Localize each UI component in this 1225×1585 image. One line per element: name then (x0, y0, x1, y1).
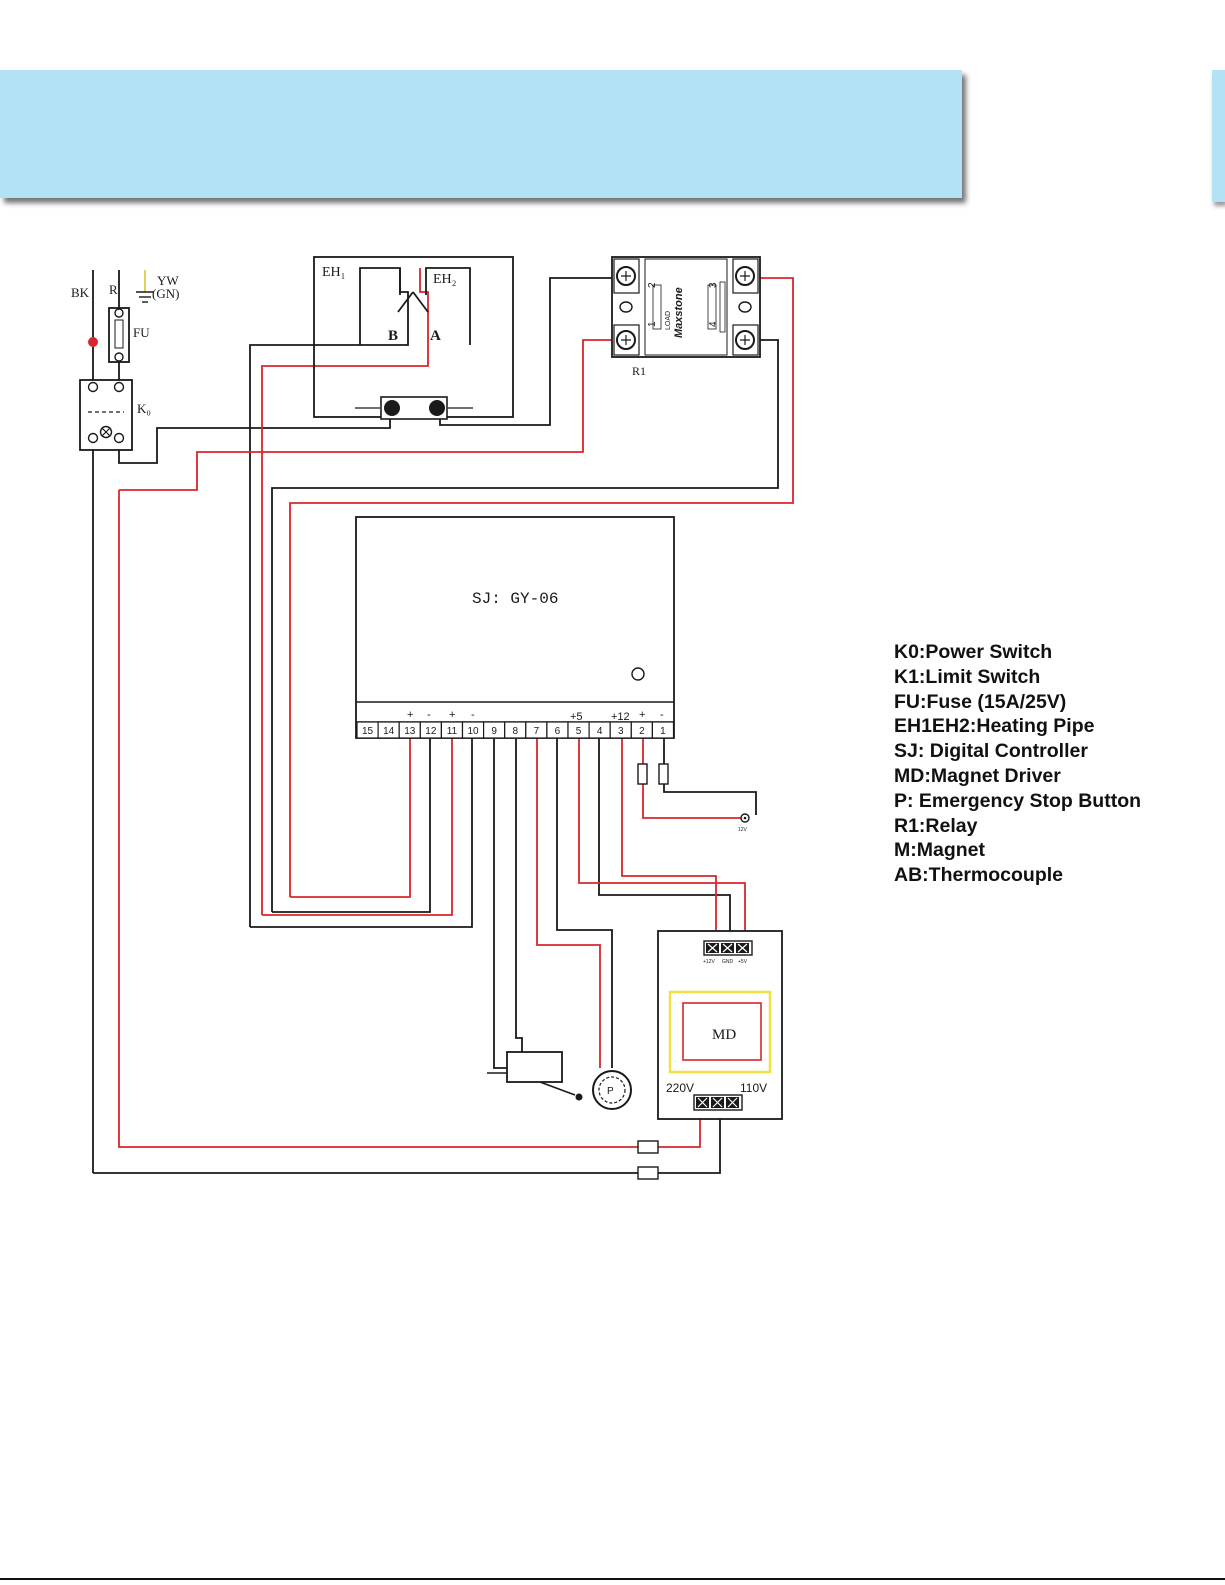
terminal-box (651, 721, 675, 739)
sensor-fuse-left (637, 763, 648, 785)
bottom-rule (0, 1578, 1225, 1580)
terminal-label: 6 (555, 726, 561, 737)
relay-pin-1: 1 (647, 321, 658, 327)
terminal-label: 3 (618, 726, 624, 737)
md-input-12v: +12V (703, 959, 715, 965)
legend-item-md: MD:Magnet Driver (894, 764, 1061, 787)
red-wires (118, 268, 794, 1148)
md-input-terminals (703, 940, 753, 956)
terminal-label: 2 (639, 726, 645, 737)
label-eh2: EH₂ (433, 272, 457, 287)
terminal-label: 12 (425, 726, 437, 737)
terminal-label: 14 (383, 726, 395, 737)
relay-load: LOAD (665, 311, 672, 330)
power-switch-k0 (79, 379, 133, 451)
emergency-stop-button (592, 1070, 632, 1110)
limit-switch-k1 (487, 1051, 583, 1101)
md-power-terminals (693, 1094, 743, 1111)
label-b: B (388, 328, 398, 344)
polarity-1: - (660, 709, 664, 721)
relay-r1: Maxstone LOAD 1 2 3 4 (611, 256, 761, 358)
label-eh1: EH₁ (322, 265, 346, 280)
terminal-label: 11 (447, 726, 458, 737)
polarity-11: + (449, 709, 455, 721)
sensor-label: 12V (738, 827, 748, 833)
terminal-label: 5 (576, 726, 582, 737)
legend-item-p: P: Emergency Stop Button (894, 789, 1142, 812)
sensor-fuse-right (658, 763, 669, 785)
terminal-label: 15 (362, 726, 374, 737)
digital-controller (355, 516, 675, 739)
md-110v: 110V (740, 1081, 767, 1095)
controller-terminal-strip: 15 14 13 12 11 10 9 8 7 6 5 4 3 2 1 (356, 721, 675, 739)
label-bk: BK (71, 285, 90, 300)
terminal-label: 9 (491, 726, 497, 737)
fuse-fu (108, 307, 130, 363)
thermocouple-ab (397, 291, 414, 313)
header-banner (0, 70, 962, 198)
terminal-label: 8 (512, 726, 518, 737)
legend-item-m: M:Magnet (894, 839, 985, 862)
md-inner-frame (682, 1002, 762, 1061)
legend-item-r1: R1:Relay (894, 814, 978, 837)
legend: K0:Power Switch K1:Limit Switch FU:Fuse … (894, 640, 1141, 888)
label-yw: YW (157, 273, 179, 288)
polarity-3: +12 (611, 711, 630, 723)
polarity-5: +5 (570, 711, 583, 723)
legend-item-ab: AB:Thermocouple (894, 864, 1064, 887)
label-r1: R1 (632, 364, 646, 378)
terminal-label: 10 (467, 726, 479, 737)
terminal-label: 13 (404, 726, 416, 737)
legend-item-eh: EH1EH2:Heating Pipe (894, 715, 1095, 738)
header-banner-edge (1212, 70, 1225, 202)
md-input-gnd: GND (722, 959, 734, 965)
legend-item-fu: FU:Fuse (15A/25V) (894, 690, 1067, 713)
heater-eh1 (359, 267, 401, 345)
md-input-5v: +5V (738, 959, 748, 965)
controller-indicator-icon (631, 667, 645, 681)
legend-item-k0: K0:Power Switch (894, 641, 1053, 663)
relay-pin-3: 3 (708, 282, 719, 288)
md-outer-frame (668, 990, 772, 1074)
heater-eh2 (425, 267, 471, 345)
heater-box (313, 256, 514, 418)
legend-item-sj: SJ: Digital Controller (894, 740, 1088, 763)
estop-label: P (607, 1086, 614, 1097)
label-r: R (109, 282, 118, 297)
polarity-13: + (407, 709, 413, 721)
ground-symbol (136, 291, 154, 303)
mains-fuse-black (637, 1166, 659, 1180)
md-label: MD (712, 1027, 736, 1043)
controller-title: SJ: GY-06 (472, 590, 558, 608)
polarity-12: - (427, 709, 431, 721)
md-220v: 220V (666, 1081, 694, 1095)
terminal-label: 1 (660, 726, 666, 737)
label-gn: (GN) (152, 286, 179, 301)
relay-pin-2: 2 (647, 282, 658, 288)
terminal-label: 7 (534, 726, 540, 737)
polarity-2: + (639, 709, 645, 721)
relay-pin-4: 4 (708, 321, 719, 327)
wire-junction (88, 337, 98, 347)
label-fu: FU (133, 325, 150, 340)
label-k0: K₀ (137, 401, 151, 416)
mains-fuse-red (637, 1140, 659, 1154)
terminal-label: 4 (597, 726, 603, 737)
label-a: A (430, 328, 441, 344)
legend-item-k1: K1:Limit Switch (894, 665, 1041, 688)
relay-brand: Maxstone (673, 287, 685, 338)
polarity-10: - (471, 709, 475, 721)
